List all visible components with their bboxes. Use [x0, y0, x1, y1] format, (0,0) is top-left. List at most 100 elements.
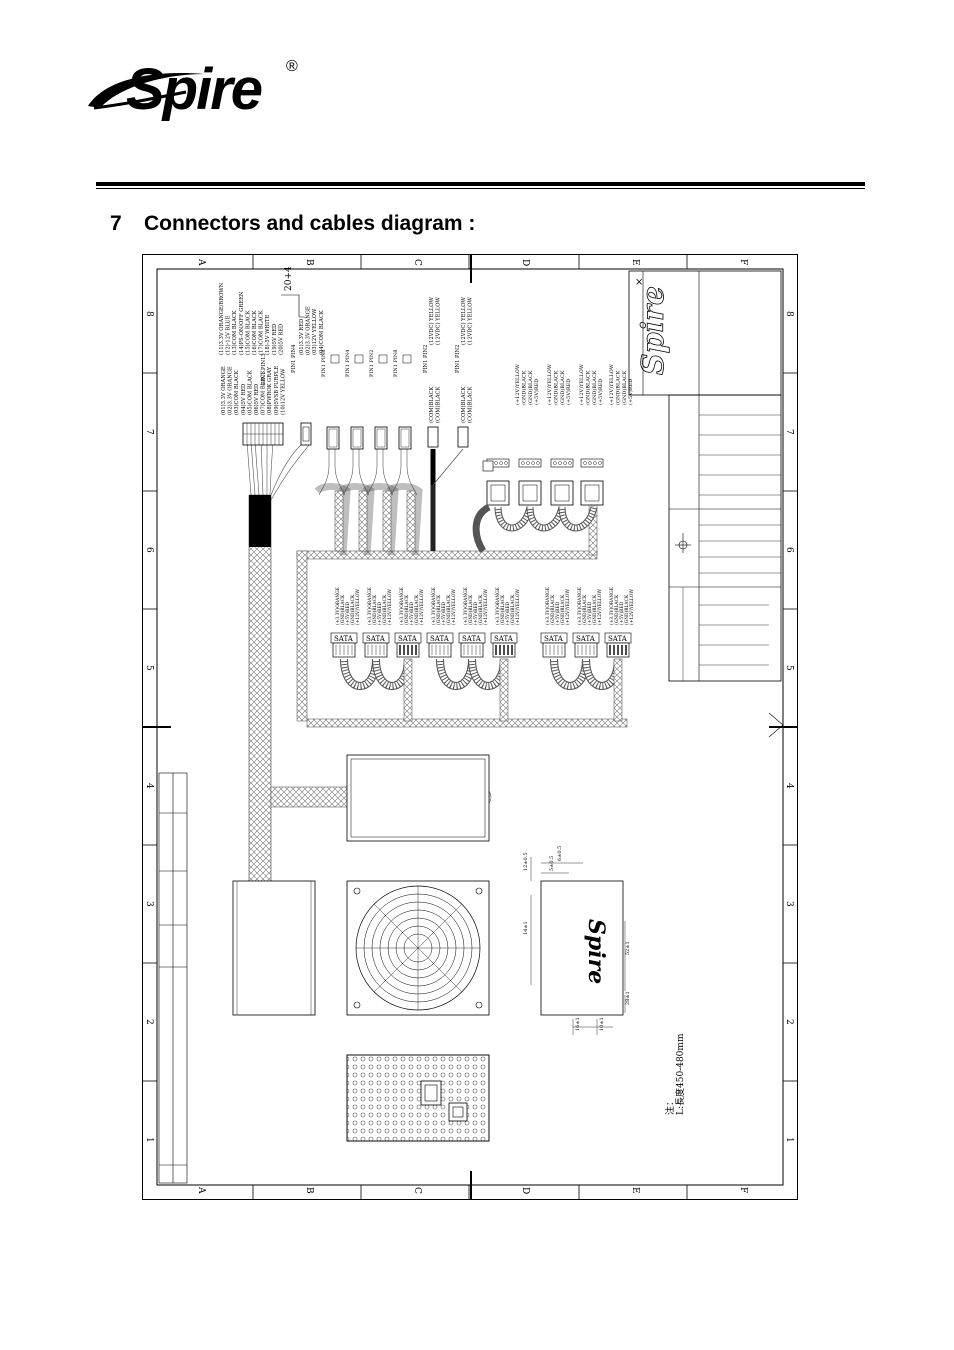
note-prefix: 注：: [664, 1097, 676, 1115]
pcie-rows-2: (12VDC) YELLOW(12VDC) YELLOW: [460, 296, 474, 345]
label-logo: Spire: [583, 919, 609, 984]
psu-label-drawing: Spire 12±0.5 6±0.55±0.5 14±1 52±1 28±1 16±1 10…: [523, 846, 631, 1035]
column-letter-bottom: D: [520, 1187, 530, 1194]
dimension-label: 12±0.5: [523, 852, 529, 871]
row-number-left: 2: [144, 1019, 154, 1025]
upper-connectors: PIN1 PIN8 PIN1 PIN4 PIN1 PIN2 PIN1 PIN8: [314, 350, 423, 556]
note-length: L:長度450-480mm: [674, 1033, 686, 1115]
section-number: 7: [110, 212, 122, 235]
column-letter-top: C: [412, 259, 422, 266]
column-letter-top: B: [304, 259, 314, 266]
row-number-left: 1: [144, 1137, 154, 1143]
column-letter-top: D: [520, 259, 530, 266]
dimension-label: 5±0.5: [549, 856, 555, 871]
row-number-left: 3: [144, 901, 154, 907]
pcie-cables: PIN1 PIN2 PIN1 PIN2 (12VDC) YELLOW(12VDC…: [423, 296, 474, 551]
row-number-right: 4: [784, 783, 794, 789]
sata-label: SATA: [398, 635, 418, 643]
pin-label-pcie2: PIN1 PIN2: [455, 345, 461, 373]
connector-pin-label: PIN1 PIN8: [393, 350, 399, 377]
row-number-right: 6: [784, 547, 794, 553]
sata-pin-label: (+3.3V)ORANGE(GND)BLACK(+5V)RED(GND)BLAC…: [400, 587, 425, 625]
com-rows-2: (COM)BLACK(COM)BLACK: [460, 386, 474, 423]
sata-pin-label: (+3.3V)ORANGE(GND)BLACK(+5V)RED(GND)BLAC…: [496, 587, 521, 625]
row-number-left: 8: [144, 311, 154, 317]
atx-cable: 20+4 (11)3.3V ORANGE/BROWN(12)-12V BLUE(…: [218, 266, 325, 906]
logo-wordmark: Spire: [126, 57, 263, 122]
row-number-left: 4: [144, 783, 154, 789]
connector-pin-label: PIN1 PIN2: [369, 350, 375, 377]
dimension-label: 52±1: [625, 941, 631, 955]
header-rule-thin: [96, 188, 865, 189]
row-number-right: 5: [784, 665, 794, 671]
aux-pins: (01)3.3V RED(02)3.3V ORANGE(03)12V YELLO…: [298, 306, 325, 355]
sata-label: SATA: [366, 635, 386, 643]
column-letter-bottom: A: [196, 1186, 206, 1194]
row-number-left: 7: [144, 429, 154, 435]
row-number-right: 1: [784, 1137, 794, 1143]
sata-pin-label: (+3.3V)ORANGE(GND)BLACK(+5V)RED(GND)BLAC…: [432, 587, 457, 625]
dimension-label: 14±1: [523, 921, 529, 935]
pcie-rows: (12VDC) YELLOW(12VDC) YELLOW: [428, 296, 442, 345]
sata-pin-label: (+3.3V)ORANGE(GND)BLACK(+5V)RED(GND)BLAC…: [464, 587, 489, 625]
pin-label-atx: PIN1 PIN13: [261, 353, 267, 385]
sata-pin-label: (+3.3V)ORANGE(GND)BLACK(+5V)RED(GND)BLAC…: [546, 587, 571, 625]
column-letter-bottom: E: [630, 1187, 640, 1194]
svg-text:×: ×: [635, 277, 643, 288]
sata-pin-label: (+3.3V)ORANGE(GND)BLACK(+5V)RED(GND)BLAC…: [336, 587, 361, 625]
psu-left-side-view: [232, 880, 316, 1016]
sata-label: SATA: [576, 635, 596, 643]
dimension-label: 10±1: [599, 1017, 605, 1031]
atx-20-4-label: 20+4: [284, 266, 294, 291]
sata-chains: SATA (+3.3V)ORANGE(GND)BLACK(+5V)RED(GND)…: [330, 587, 635, 722]
molex-pin-label: (+12V)YELLOW(GND)BLACK(GND)BLACK(+5V)RED: [608, 363, 634, 405]
row-number-right: 3: [784, 901, 794, 907]
dimension-label: 6±0.5: [557, 846, 563, 861]
dimension-label: 28±1: [625, 991, 631, 1005]
psu-fan-view: [346, 880, 490, 1016]
column-letter-bottom: B: [304, 1187, 314, 1194]
row-number-right: 7: [784, 429, 794, 435]
column-letter-top: E: [630, 259, 640, 266]
pin-label-pcie1: PIN1 PIN2: [423, 345, 429, 373]
pin-label-aux: PIN1 PIN4: [291, 344, 297, 373]
row-number-right: 2: [784, 1019, 794, 1025]
section-heading: 7 Connectors and cables diagram :: [110, 212, 475, 236]
atx-pins-left: (11)3.3V ORANGE/BROWN(12)-12V BLUE(13)CO…: [218, 282, 284, 355]
sata-pin-label: (+3.3V)ORANGE(GND)BLACK(+5V)RED(GND)BLAC…: [368, 587, 393, 625]
sata-label: SATA: [462, 635, 482, 643]
column-letter-top: F: [738, 259, 748, 265]
spire-logo: Spire ®: [86, 58, 316, 128]
sata-label: SATA: [544, 635, 564, 643]
sata-label: SATA: [494, 635, 514, 643]
column-letter-bottom: C: [412, 1187, 422, 1194]
row-number-right: 8: [784, 311, 794, 317]
logo-swoosh-icon: [88, 73, 204, 110]
connector-pin-label: PIN1 PIN4: [345, 350, 351, 377]
dimension-label: 16±1: [575, 1017, 581, 1031]
psu-side-view: [346, 754, 490, 842]
section-title: Connectors and cables diagram :: [144, 212, 476, 235]
molex-pin-label: (+12V)YELLOW(GND)BLACK(GND)BLACK(+5V)RED: [578, 363, 604, 405]
molex-pin-label: (+12V)YELLOW(GND)BLACK(GND)BLACK(+5V)RED: [546, 363, 572, 405]
sata-label: SATA: [334, 635, 354, 643]
sata-pin-label: (+3.3V)ORANGE(GND)BLACK(+5V)RED(GND)BLAC…: [610, 587, 635, 625]
title-block: × Spire: [628, 270, 782, 682]
column-letter-bottom: F: [738, 1187, 748, 1193]
length-note: 注： L:長度450-480mm: [664, 1033, 686, 1115]
com-rows: (COM)BLACK(COM)BLACK: [428, 386, 442, 423]
header-rule-thick: [96, 182, 865, 186]
connector-pin-label: PIN1 PIN8: [321, 350, 327, 377]
sata-pin-label: (+3.3V)ORANGE(GND)BLACK(+5V)RED(GND)BLAC…: [578, 587, 603, 625]
psu-back-view: [346, 1054, 490, 1142]
title-block-logo: Spire: [636, 286, 671, 375]
molex-pin-label: (+12V)YELLOW(GND)BLACK(GND)BLACK(+5V)RED: [514, 363, 540, 405]
orientation-arrow: [768, 712, 784, 738]
registered-mark: ®: [286, 58, 298, 75]
column-letter-top: A: [196, 258, 206, 266]
row-number-left: 6: [144, 547, 154, 553]
sata-label: SATA: [608, 635, 628, 643]
revision-table: [158, 772, 188, 1184]
